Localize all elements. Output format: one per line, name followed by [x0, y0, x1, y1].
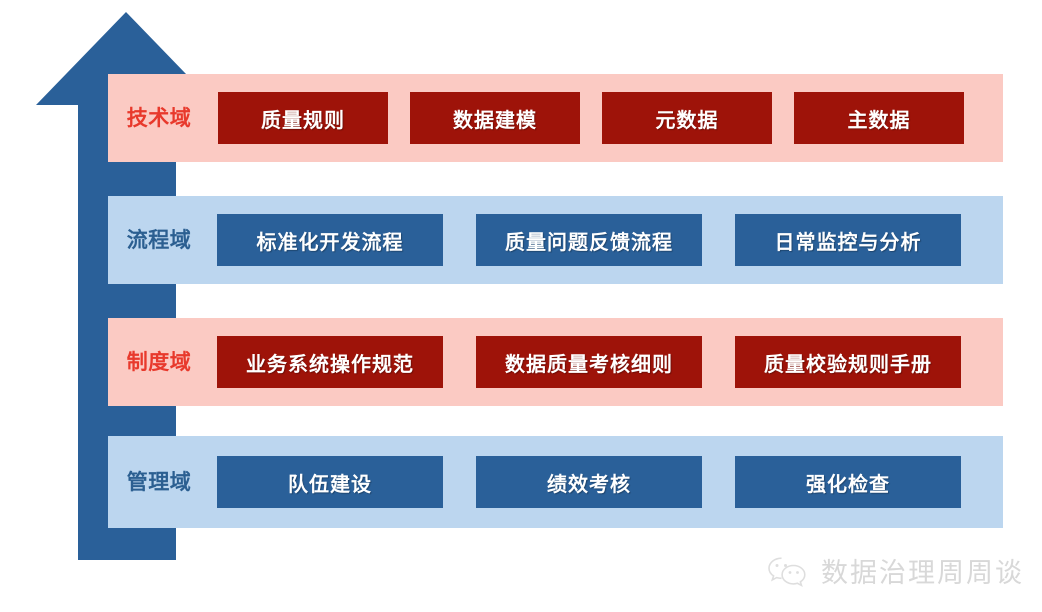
band-label-management: 管理域	[126, 470, 192, 494]
box-management-2[interactable]: 绩效考核	[476, 456, 702, 508]
band-row-tech: 技术域 质量规则 数据建模 元数据 主数据	[108, 74, 1003, 162]
band-row-process: 流程域 标准化开发流程 质量问题反馈流程 日常监控与分析	[108, 196, 1003, 284]
watermark: 数据治理周周谈	[765, 551, 1024, 590]
box-management-3[interactable]: 强化检查	[735, 456, 961, 508]
box-tech-3[interactable]: 元数据	[602, 92, 772, 144]
box-row-institution: 业务系统操作规范 数据质量考核细则 质量校验规则手册	[202, 336, 1003, 388]
band-label-tech: 技术域	[126, 106, 192, 130]
watermark-text: 数据治理周周谈	[821, 558, 1024, 589]
box-row-tech: 质量规则 数据建模 元数据 主数据	[202, 92, 1003, 144]
box-row-management: 队伍建设 绩效考核 强化检查	[202, 456, 1003, 508]
box-institution-2[interactable]: 数据质量考核细则	[476, 336, 702, 388]
band-label-institution: 制度域	[126, 350, 192, 374]
box-tech-2[interactable]: 数据建模	[410, 92, 580, 144]
box-process-3[interactable]: 日常监控与分析	[735, 214, 961, 266]
band-row-institution: 制度域 业务系统操作规范 数据质量考核细则 质量校验规则手册	[108, 318, 1003, 406]
wechat-icon	[765, 555, 811, 587]
box-process-2[interactable]: 质量问题反馈流程	[476, 214, 702, 266]
box-institution-3[interactable]: 质量校验规则手册	[735, 336, 961, 388]
band-label-process: 流程域	[126, 228, 192, 252]
box-tech-4[interactable]: 主数据	[794, 92, 964, 144]
box-process-1[interactable]: 标准化开发流程	[217, 214, 443, 266]
box-row-process: 标准化开发流程 质量问题反馈流程 日常监控与分析	[202, 214, 1003, 266]
box-institution-1[interactable]: 业务系统操作规范	[217, 336, 443, 388]
box-tech-1[interactable]: 质量规则	[218, 92, 388, 144]
band-row-management: 管理域 队伍建设 绩效考核 强化检查	[108, 436, 1003, 528]
box-management-1[interactable]: 队伍建设	[217, 456, 443, 508]
